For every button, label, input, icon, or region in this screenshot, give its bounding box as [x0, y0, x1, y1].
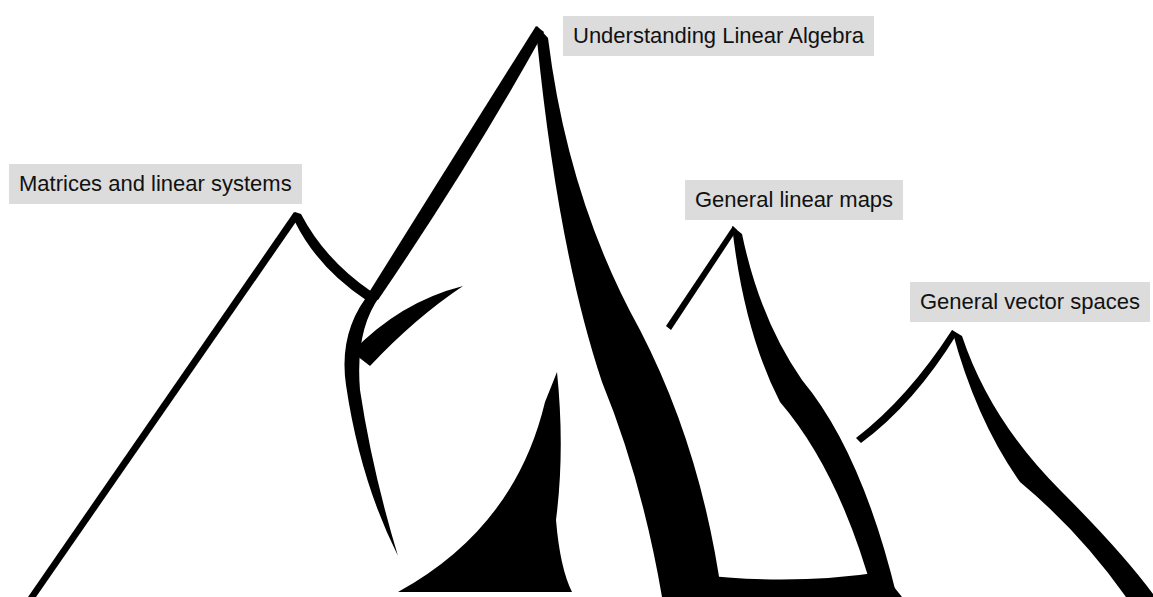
mountain-slope: [856, 330, 957, 443]
label-text: Understanding Linear Algebra: [573, 22, 864, 50]
peak-label: General vector spaces: [910, 282, 1150, 322]
mountain-shadow: [537, 26, 722, 597]
label-text: General linear maps: [695, 186, 893, 214]
peak-label: Understanding Linear Algebra: [563, 16, 874, 56]
label-text: General vector spaces: [920, 288, 1140, 316]
mountain-ridge: [295, 212, 372, 300]
peak-label: General linear maps: [685, 180, 903, 220]
mountain-slope: [28, 212, 300, 597]
mountain-slope: [666, 226, 737, 330]
mountain-shadow: [398, 372, 572, 592]
mountain-slope: [368, 26, 544, 300]
label-text: Matrices and linear systems: [19, 170, 292, 198]
mountain-shadow: [952, 330, 1153, 597]
mountain-shadow: [732, 226, 897, 597]
mountain-shadow: [352, 286, 463, 366]
peak-label: Matrices and linear systems: [9, 164, 302, 204]
